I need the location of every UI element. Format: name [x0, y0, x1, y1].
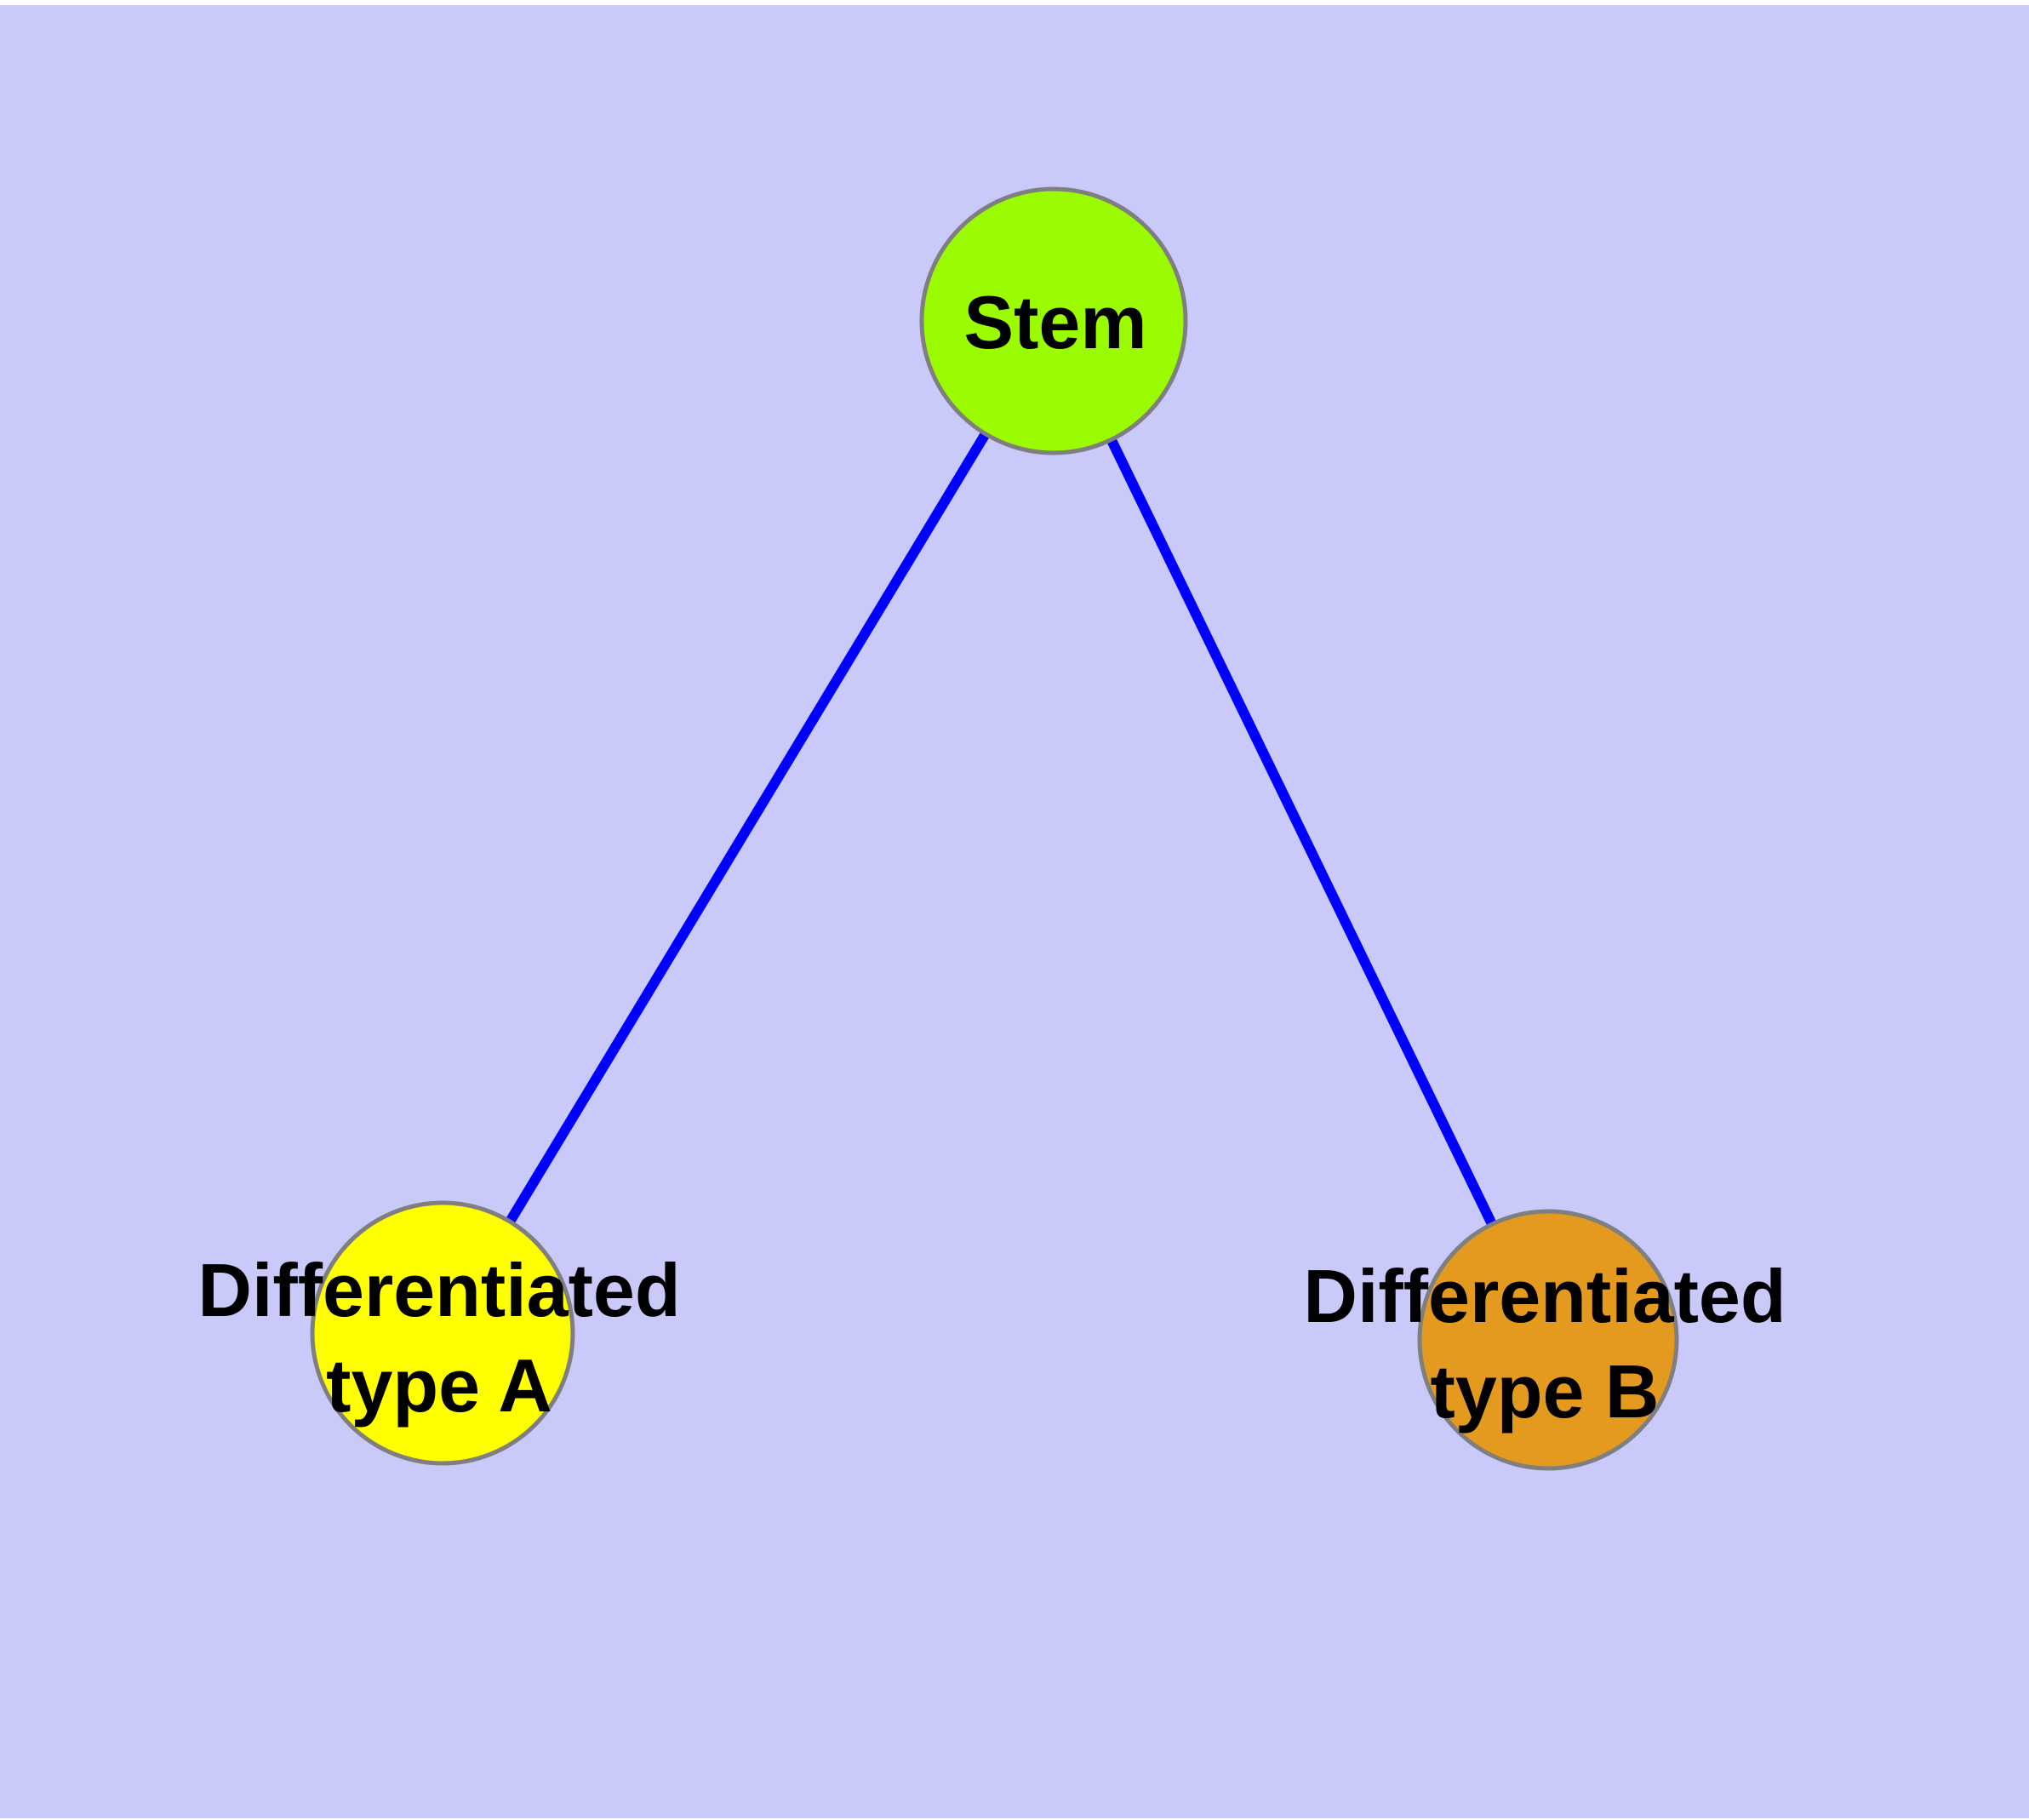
- node-label-line: type A: [326, 1343, 552, 1428]
- node-differentiated-type-b: [1417, 1209, 1679, 1471]
- edge-stem-to-type-a: [437, 318, 1059, 1336]
- node-label-line: Differentiated: [1303, 1254, 1786, 1338]
- edge-stem-to-type-b: [1049, 318, 1553, 1342]
- node-label-stem: Stem: [963, 280, 1147, 364]
- node-label-differentiated-type-a: Differentiated type A: [197, 1243, 680, 1434]
- node-label-line: type B: [1430, 1349, 1660, 1434]
- node-label-differentiated-type-b: Differentiated type B: [1303, 1249, 1786, 1439]
- node-differentiated-type-a: [310, 1200, 575, 1466]
- node-stem: [919, 186, 1188, 455]
- node-label-line: Differentiated: [197, 1248, 681, 1332]
